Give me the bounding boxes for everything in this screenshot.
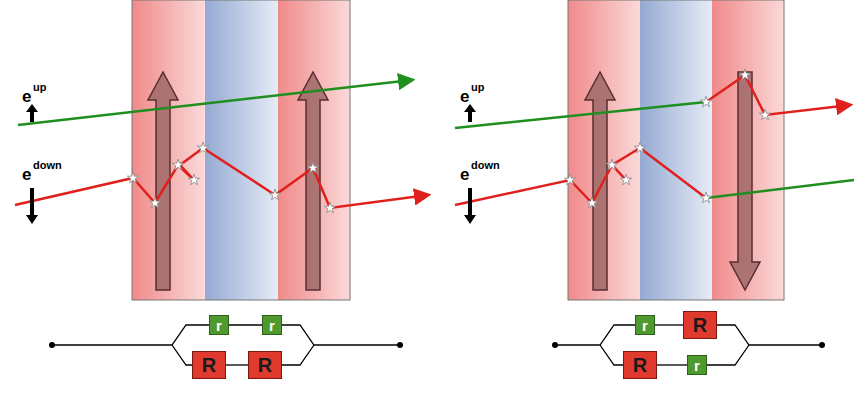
- layer-stack: [568, 0, 784, 300]
- resistor-label: r: [642, 318, 648, 333]
- scattering-star: [307, 162, 318, 173]
- series-wire: [655, 324, 683, 325]
- large-resistor: R: [623, 351, 657, 379]
- resistor-label: r: [216, 318, 222, 333]
- scattering-star: [700, 96, 711, 107]
- spin-superscript: down: [33, 160, 62, 171]
- series-wire: [657, 364, 687, 365]
- resistor-label: R: [693, 315, 707, 335]
- scattering-star: [269, 189, 280, 200]
- electron-symbol: e: [22, 88, 31, 105]
- electron-path: [15, 75, 854, 208]
- small-resistor: r: [209, 315, 229, 335]
- scattering-star: [606, 159, 617, 170]
- small-resistor: r: [635, 315, 655, 335]
- resistor-label: r: [694, 358, 700, 373]
- spin-arrow: [26, 104, 476, 224]
- spin-superscript: up: [33, 82, 46, 93]
- scattering-star: [127, 172, 138, 183]
- layer-stack: [132, 0, 350, 300]
- scattering-star: [759, 109, 770, 120]
- large-resistor: R: [683, 311, 717, 339]
- series-wire: [229, 324, 262, 325]
- spin-superscript: down: [471, 160, 500, 171]
- scattering-star: [172, 159, 183, 170]
- scattering-star: [127, 69, 770, 213]
- series-wire: [226, 364, 248, 365]
- electron-symbol: e: [22, 166, 31, 183]
- scattering-star: [739, 69, 750, 80]
- resistor-label: R: [202, 355, 216, 375]
- small-resistor: r: [687, 355, 707, 375]
- scattering-star: [188, 174, 199, 185]
- scattering-star: [700, 192, 711, 203]
- terminal-dot: [49, 342, 825, 348]
- resistor-label: R: [633, 355, 647, 375]
- scattering-star: [149, 197, 160, 208]
- resistor-label: r: [269, 318, 275, 333]
- scattering-star: [634, 142, 645, 153]
- scattering-star: [564, 174, 575, 185]
- electron-symbol: e: [460, 88, 469, 105]
- resistor-label: R: [258, 355, 272, 375]
- magnetization-arrow: [148, 72, 760, 290]
- scattering-star: [586, 197, 597, 208]
- scattering-star: [620, 174, 631, 185]
- spin-superscript: up: [471, 82, 484, 93]
- electron-symbol: e: [460, 166, 469, 183]
- scattering-star: [197, 142, 208, 153]
- small-resistor: r: [262, 315, 282, 335]
- large-resistor: R: [192, 351, 226, 379]
- scattering-star: [324, 202, 335, 213]
- large-resistor: R: [248, 351, 282, 379]
